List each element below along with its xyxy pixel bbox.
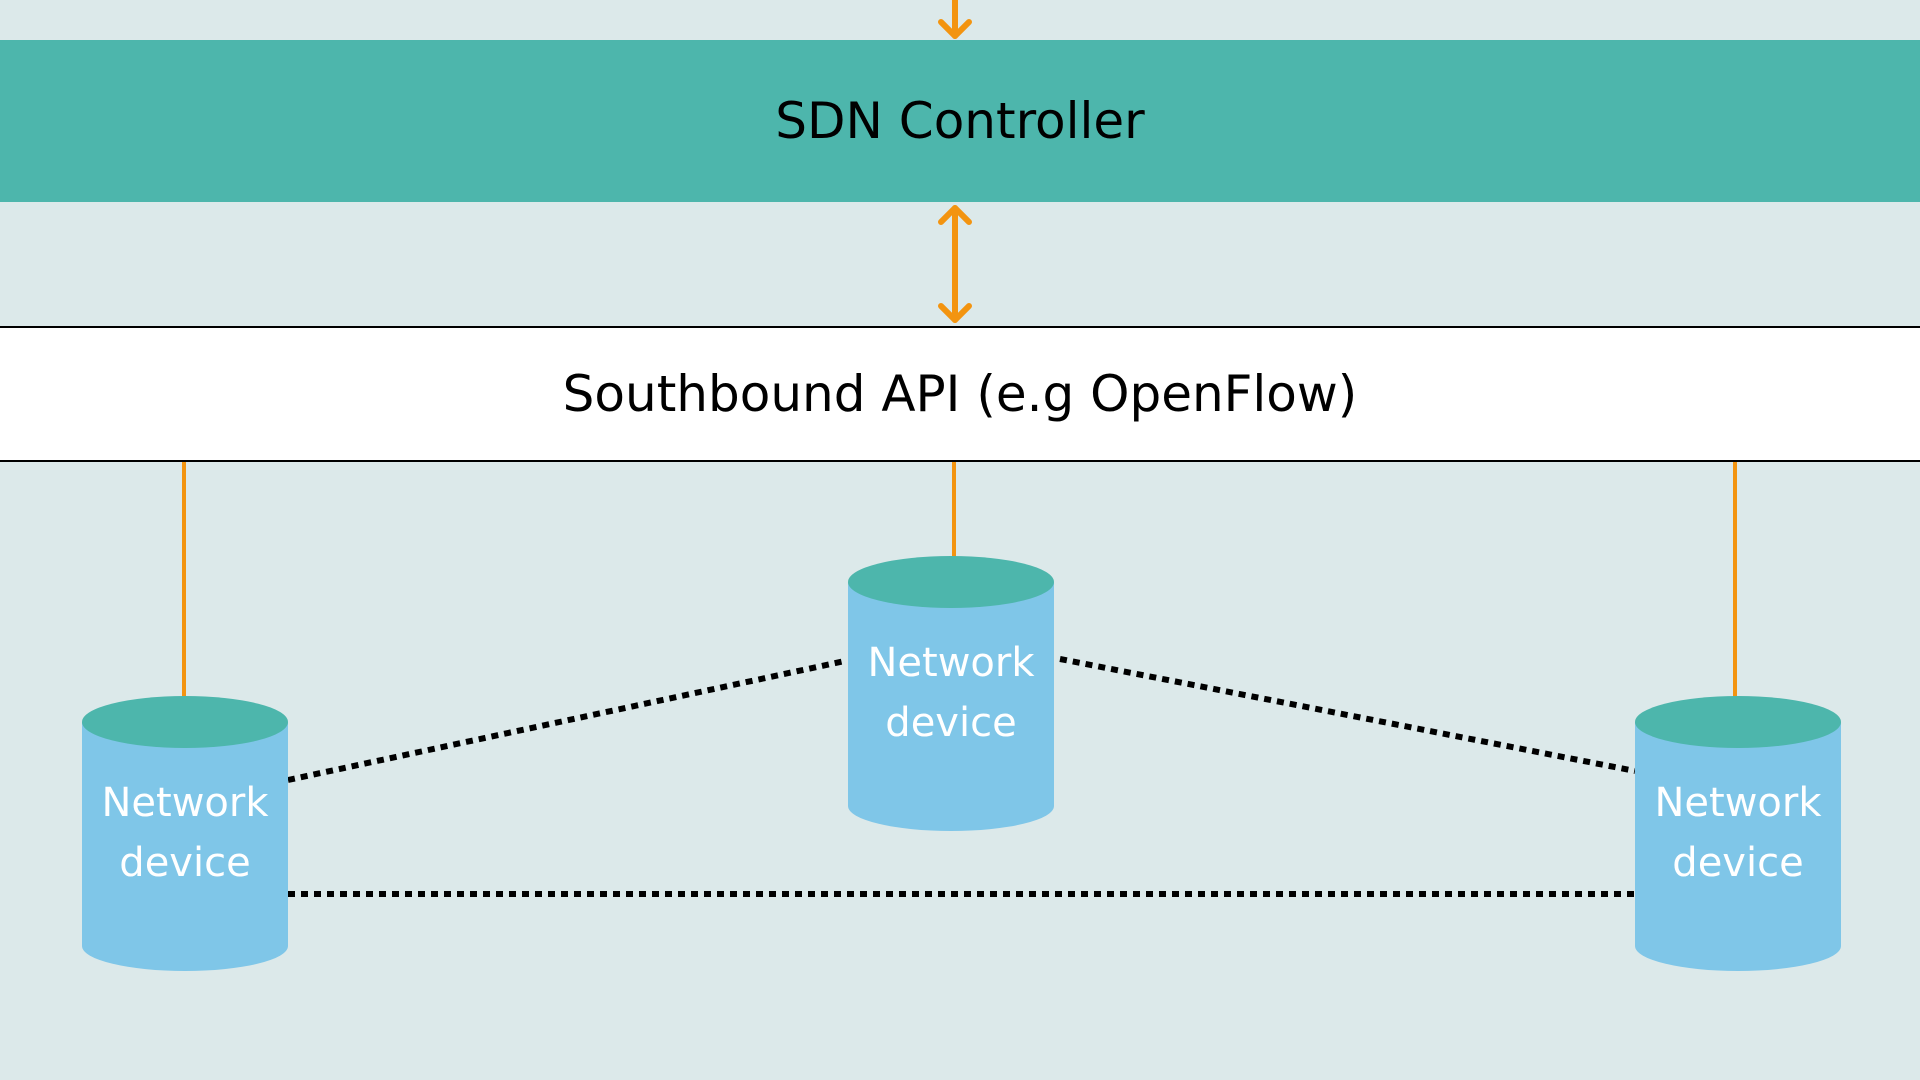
device-label-line2: device <box>1672 840 1804 886</box>
link-center-right <box>1059 656 1636 774</box>
device-label-line2: device <box>119 840 251 886</box>
device-cylinder-center <box>848 556 1054 831</box>
device-label-line1: Network <box>867 640 1035 686</box>
southbound-api-layer: Southbound API (e.g OpenFlow) <box>0 326 1920 462</box>
link-left-center <box>287 658 846 783</box>
controller-southbound-arrow <box>938 205 972 323</box>
network-device-center-label: Network device <box>848 633 1054 753</box>
network-device-left-label: Network device <box>82 773 288 893</box>
sdn-controller-layer: SDN Controller <box>0 40 1920 202</box>
device-label-line2: device <box>885 700 1017 746</box>
network-device-right-label: Network device <box>1635 773 1841 893</box>
southbound-api-label: Southbound API (e.g OpenFlow) <box>562 365 1358 423</box>
device-label-line1: Network <box>101 780 269 826</box>
device-cylinder-right <box>1635 696 1841 971</box>
sdn-controller-label: SDN Controller <box>775 92 1145 150</box>
device-cylinder-left <box>82 696 288 971</box>
top-arrow <box>938 0 972 39</box>
device-label-line1: Network <box>1654 780 1822 826</box>
